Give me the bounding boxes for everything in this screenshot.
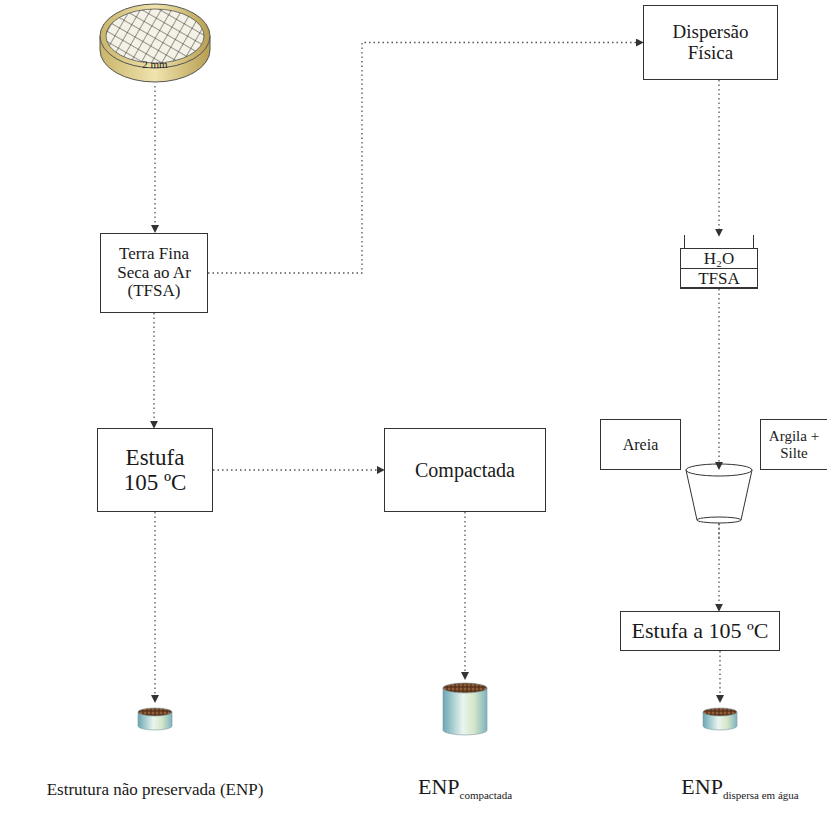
flow-arrow [208, 43, 643, 274]
flow-arrow [718, 80, 719, 236]
flow-lines [155, 86, 720, 695]
caption-label: dispersa em água [723, 789, 799, 801]
node-text: Areia [623, 436, 659, 454]
sample-label: ENPcompactada [418, 774, 512, 801]
caption-label: ENP [681, 774, 723, 799]
sample-box: Terra Fina Seca ao Ar (TFSA) [100, 233, 208, 313]
flow-arrow [213, 469, 384, 470]
flow-arrow [718, 289, 719, 611]
sample-label: ENPdispersa em água [681, 774, 798, 801]
node-text: TFSA [681, 268, 757, 288]
node-text: H₂O [681, 248, 757, 268]
sample-label: Estrutura não preservada (ENP) [47, 780, 264, 800]
soil-can-dispersed [703, 708, 737, 730]
process-box: Compactada [384, 428, 546, 512]
node-text: Dispersão Física [663, 22, 758, 64]
fraction-box: Argila + Silte [760, 419, 827, 470]
caption-label: Estrutura não preservada (ENP) [47, 780, 264, 799]
caption-label: compactada [460, 789, 513, 801]
flow-arrow [153, 313, 154, 428]
node-text: Estufa 105 ºC [110, 445, 200, 496]
node-text: Argila + Silte [766, 428, 822, 461]
node-text: Terra Fina Seca ao Ar (TFSA) [108, 245, 200, 301]
caption-label: 2 mm [142, 58, 167, 70]
soil-can-compacted [443, 683, 487, 735]
sieve [100, 4, 210, 82]
caption-label: ENP [418, 774, 460, 799]
process-box: Dispersão Física [643, 5, 778, 80]
node-text: Estufa a 105 ºC [632, 619, 769, 643]
fraction-box: Areia [600, 419, 681, 470]
node-text: Compactada [415, 459, 515, 481]
funnel-cup [686, 462, 752, 540]
oven-box: Estufa a 105 ºC [620, 611, 780, 651]
beaker: H₂OTFSA [680, 248, 758, 289]
beaker-sides [685, 235, 754, 248]
soil-can [138, 708, 172, 730]
oven-box: Estufa 105 ºC [97, 428, 213, 512]
mesh-size-label: 2 mm [142, 58, 167, 70]
